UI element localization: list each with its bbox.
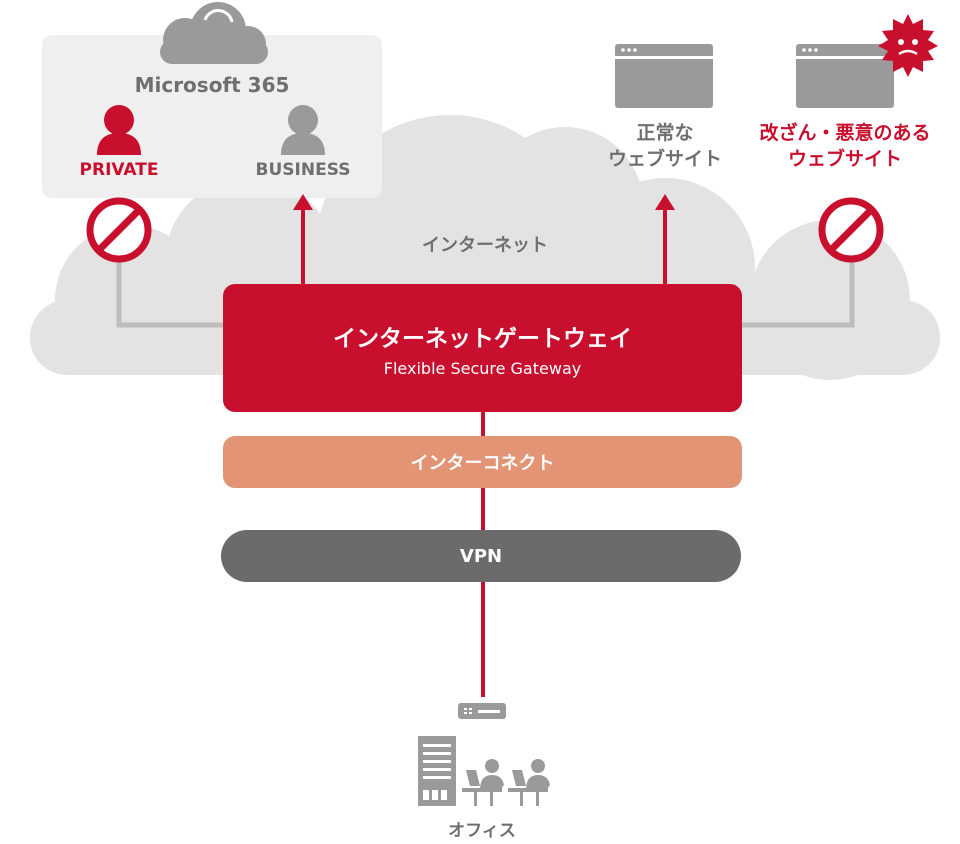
cloud-icon-highlight (203, 9, 234, 23)
vpn-bar: VPN (221, 530, 741, 582)
gateway-title: インターネットゲートウェイ (333, 325, 632, 352)
prohibited-icon-malicious (818, 197, 884, 263)
normal-site-line1: 正常な (636, 122, 694, 144)
office-label: オフィス (448, 821, 516, 841)
normal-site-line2: ウェブサイト (607, 148, 722, 170)
virus-icon (878, 14, 938, 77)
office-worker-icon (508, 759, 550, 806)
malicious-site-line1: 改ざん・悪意のある (759, 122, 931, 144)
microsoft365-box (42, 35, 382, 198)
normal-site-label: 正常な ウェブサイト (585, 120, 745, 172)
malicious-site-label: 改ざん・悪意のある ウェブサイト (735, 120, 955, 172)
business-user-icon (281, 105, 325, 155)
internet-gateway-box: インターネットゲートウェイ Flexible Secure Gateway (223, 284, 742, 412)
private-label: PRIVATE (79, 160, 159, 180)
office-worker-icon (462, 759, 504, 806)
cloud-icon (160, 2, 268, 64)
business-label: BUSINESS (255, 160, 351, 180)
arrow-to-normal-site (655, 194, 675, 285)
malicious-site-line2: ウェブサイト (787, 148, 902, 170)
browser-window-icon (615, 44, 713, 108)
server-icon (418, 736, 456, 806)
private-user-icon (97, 105, 141, 155)
microsoft365-title: Microsoft 365 (134, 73, 290, 97)
arrow-to-business (293, 194, 313, 285)
prohibited-icon-private (86, 197, 152, 263)
interconnect-bar: インターコネクト (223, 436, 742, 488)
internet-label: インターネット (422, 235, 548, 256)
network-device-icon (458, 703, 506, 719)
gateway-subtitle: Flexible Secure Gateway (383, 358, 582, 378)
malicious-browser-window-icon (796, 44, 894, 108)
